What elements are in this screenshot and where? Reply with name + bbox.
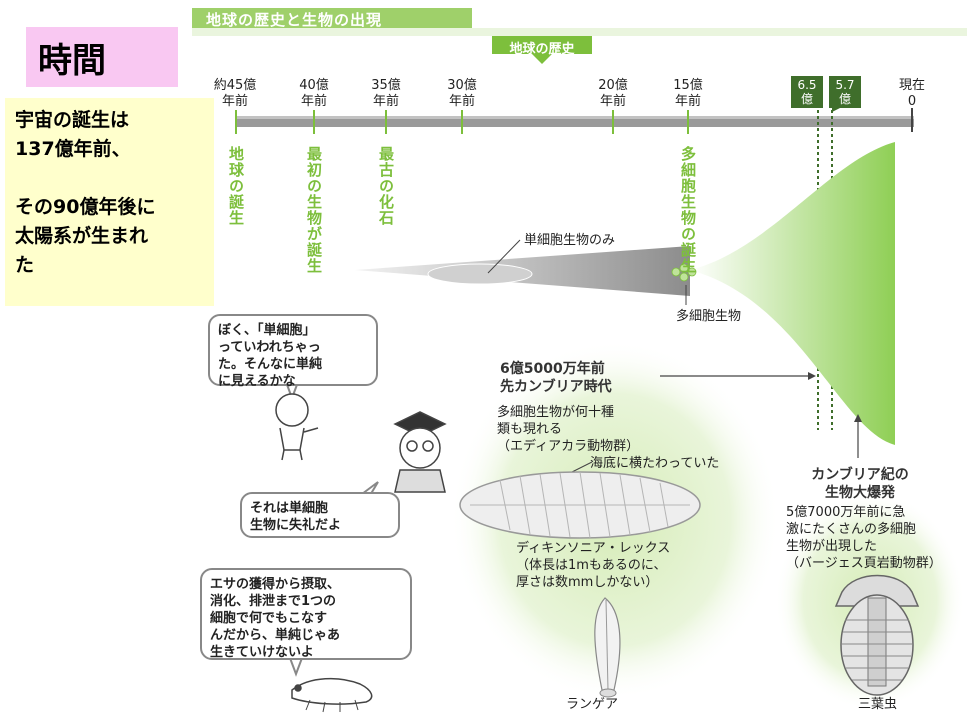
header-underline (192, 28, 967, 36)
header-title: 地球の歴史と生物の出現 (206, 11, 383, 29)
label-trilobite: 三葉虫 (858, 697, 898, 712)
character-professor (393, 411, 447, 493)
universe-note: 宇宙の誕生は 137億年前、 その90億年後に 太陽系が生まれ た (5, 98, 214, 306)
precambrian-desc: 多細胞生物が何十種 類も現れる （エディアカラ動物群） (497, 405, 640, 454)
label-lying-seabed: 海底に横たわっていた (590, 456, 720, 471)
header-tab (492, 36, 592, 64)
header-banner (192, 8, 472, 28)
note-line: 137億年前、 (15, 138, 131, 160)
character-worm (291, 677, 373, 713)
tick-label-30: 30億年前 (447, 78, 477, 109)
tick-label-45: 約45億年前 (213, 78, 257, 109)
cambrian-desc: 5億7000万年前に急 激にたくさんの多細胞 生物が出現した （バージェス頁岩動… (786, 505, 942, 571)
tick-label-35: 35億年前 (371, 78, 401, 109)
cambrian-title: カンブリア紀の 生物大爆発 (811, 467, 909, 501)
note-line: 太陽系が生まれ (15, 225, 149, 247)
trilobite-illustration (834, 574, 920, 696)
note-line (15, 164, 204, 193)
note-line: た (15, 254, 35, 276)
cambrian-cone (690, 142, 895, 445)
speech-bubble-unicell: ぼく、「単細胞」っていわれちゃった。そんなに単純に見えるかな (208, 314, 378, 389)
tick-label-15: 15億年前 (673, 78, 703, 109)
event-first-life: 最初の生物が誕生 (305, 146, 323, 274)
event-oldest-fossil: 最古の化石 (377, 146, 395, 226)
tick-label-40: 40億年前 (299, 78, 329, 109)
note-line: 宇宙の誕生は (15, 109, 130, 131)
precambrian-title: 6億5000万年前 先カンブリア時代 (500, 361, 612, 395)
dickinsonia-illustration (459, 471, 701, 539)
character-single-cell (275, 393, 319, 461)
dickinsonia-caption: ディキンソニア・レックス （体長は1mもあるのに、 厚さは数mmしかない） (516, 541, 671, 590)
tick-marks (235, 110, 689, 134)
note-line: その90億年後に (15, 196, 156, 218)
label-langea: ランゲア (566, 697, 619, 712)
speech-bubble-professor: それは単細胞生物に失礼だよ (240, 492, 400, 538)
event-earth-birth: 地球の誕生 (227, 146, 245, 226)
timeline-bar (236, 116, 914, 127)
tick-label-20: 20億年前 (598, 78, 628, 109)
label-unicellular-only: 単細胞生物のみ (524, 233, 616, 248)
event-multicell-birth: 多細胞生物の誕生 (679, 146, 697, 274)
label-multicellular: 多細胞生物 (676, 309, 742, 324)
time-badge: 時間 (26, 27, 178, 87)
header-tab-label: 地球の歴史 (509, 42, 575, 57)
langea-illustration (594, 597, 621, 698)
speech-bubble-worm: エサの獲得から摂取、消化、排泄まで1つの細胞で何でもこなすんだから、単純じゃあ生… (200, 568, 412, 660)
